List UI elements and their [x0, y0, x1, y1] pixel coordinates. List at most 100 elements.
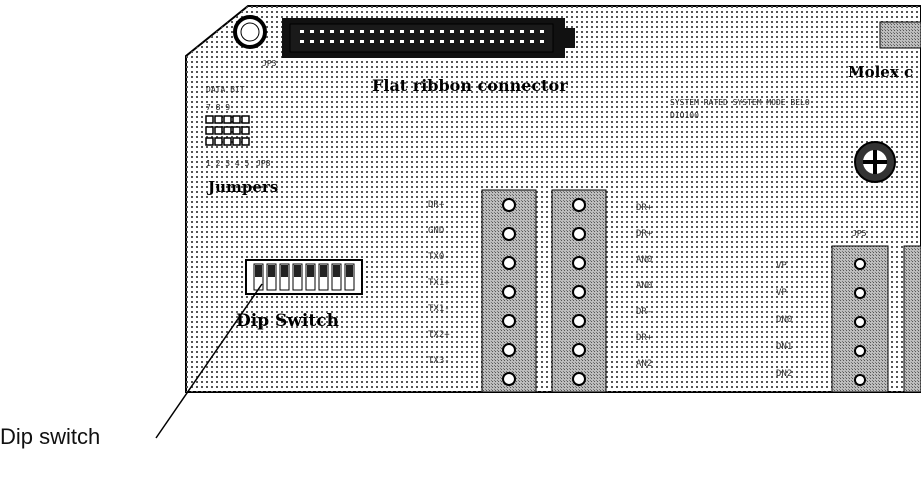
pin-label: TX1- — [428, 304, 450, 314]
ribbon-pin — [440, 30, 444, 33]
dip-toggle-knob — [255, 265, 262, 277]
ribbon-pin — [420, 30, 424, 33]
pin-label: AN0 — [636, 255, 652, 265]
jumper-pin — [232, 126, 241, 135]
molex-connector — [879, 21, 921, 49]
terminal-block-right — [551, 189, 607, 393]
jumper-pin — [232, 137, 241, 146]
ribbon-pin — [400, 40, 404, 43]
jumper-pin — [223, 137, 232, 146]
jumper-pin — [241, 126, 250, 135]
pin-label: TX1+ — [428, 278, 450, 288]
dip-toggle-knob — [320, 265, 327, 277]
terminal-block-left — [481, 189, 537, 393]
ribbon-pin — [470, 30, 474, 33]
ribbon-pin — [320, 30, 324, 33]
header-pin — [854, 316, 866, 328]
terminal-screw — [502, 343, 516, 357]
ribbon-pin — [450, 30, 454, 33]
pin-label: DR+ — [636, 229, 653, 239]
status-text-2: DIO100 — [670, 111, 699, 120]
pin-label: TX0- — [428, 252, 450, 262]
ribbon-pin — [300, 40, 304, 43]
terminal-screw — [572, 372, 586, 386]
ribbon-pin — [310, 30, 314, 33]
ribbon-pin — [390, 40, 394, 43]
header-jp5 — [831, 245, 889, 393]
pin-label: AN2 — [636, 359, 652, 369]
jumper-pin — [232, 115, 241, 124]
ribbon-pin — [360, 40, 364, 43]
dip-toggle-knob — [268, 265, 275, 277]
mounting-hole — [233, 15, 267, 49]
ribbon-pin — [510, 30, 514, 33]
jumper-pin — [214, 126, 223, 135]
jumper-pin — [214, 137, 223, 146]
pin-label: DN2 — [776, 369, 792, 379]
jumper-pin — [223, 115, 232, 124]
ribbon-pin — [490, 40, 494, 43]
ribbon-pin — [430, 40, 434, 43]
ribbon-pin — [540, 30, 544, 33]
jumper-pin — [241, 115, 250, 124]
ribbon-pin — [340, 40, 344, 43]
round-component — [854, 141, 896, 183]
ribbon-pin — [520, 40, 524, 43]
pin-label: DR+ — [636, 203, 653, 213]
terminal-screw — [572, 285, 586, 299]
dip-toggle-knob — [307, 265, 314, 277]
dip-switch-label: Dip Switch — [236, 311, 339, 331]
jumper-pin — [241, 137, 250, 146]
jumpers-block: DATA BIT 7 8 9 1 2 3 4 5 JP8 — [205, 85, 271, 168]
ribbon-pin — [330, 30, 334, 33]
terminal-screw — [572, 198, 586, 212]
terminal-screw — [502, 314, 516, 328]
ribbon-pin — [300, 30, 304, 33]
ribbon-pin — [350, 30, 354, 33]
dip-toggle-knob — [294, 265, 301, 277]
terminal-screw — [502, 372, 516, 386]
pin-label: DN1 — [776, 342, 792, 352]
pin-label: TX3- — [428, 356, 450, 366]
dip-switch — [245, 259, 363, 295]
callout-leader-line — [155, 283, 263, 439]
dip-toggle-knob — [281, 265, 288, 277]
connector-ref: JP3 — [262, 59, 277, 68]
header-pin — [854, 345, 866, 357]
pin-label: DR+ — [428, 200, 445, 210]
ribbon-pin — [380, 30, 384, 33]
jumper-ref: JP8 — [256, 159, 271, 168]
molex-label: Molex c — [848, 63, 913, 81]
ribbon-pin — [510, 40, 514, 43]
ribbon-pin — [520, 30, 524, 33]
pin-label: AN0 — [636, 281, 652, 291]
ribbon-pin — [530, 30, 534, 33]
dip-toggle-knob — [333, 265, 340, 277]
terminal-screw — [502, 256, 516, 270]
terminal-screw — [572, 314, 586, 328]
pin-label: VP — [776, 288, 787, 298]
terminal-screw — [502, 198, 516, 212]
ribbon-pin — [350, 40, 354, 43]
ribbon-pin — [420, 40, 424, 43]
terminal-screw — [502, 285, 516, 299]
dip-toggle-knob — [346, 265, 353, 277]
pin-label: DR+ — [636, 333, 653, 343]
terminal-screw — [502, 227, 516, 241]
ribbon-pin — [530, 40, 534, 43]
ribbon-pin — [400, 30, 404, 33]
jumper-top-label: DATA BIT — [206, 85, 245, 94]
dip-switch-callout-label: Dip switch — [0, 424, 101, 449]
pin-label: TX2+ — [428, 330, 450, 340]
jumper-pin — [205, 115, 214, 124]
terminal-screw — [572, 343, 586, 357]
status-text: SYSTEM RATED SYSTEM MODE BELO — [670, 98, 810, 107]
ribbon-pin — [370, 30, 374, 33]
ribbon-pin — [410, 40, 414, 43]
jumper-bottom-numbers: 1 2 3 4 5 — [206, 159, 250, 168]
header-pin — [854, 258, 866, 270]
jumper-pin — [205, 137, 214, 146]
header-pin — [854, 374, 866, 386]
